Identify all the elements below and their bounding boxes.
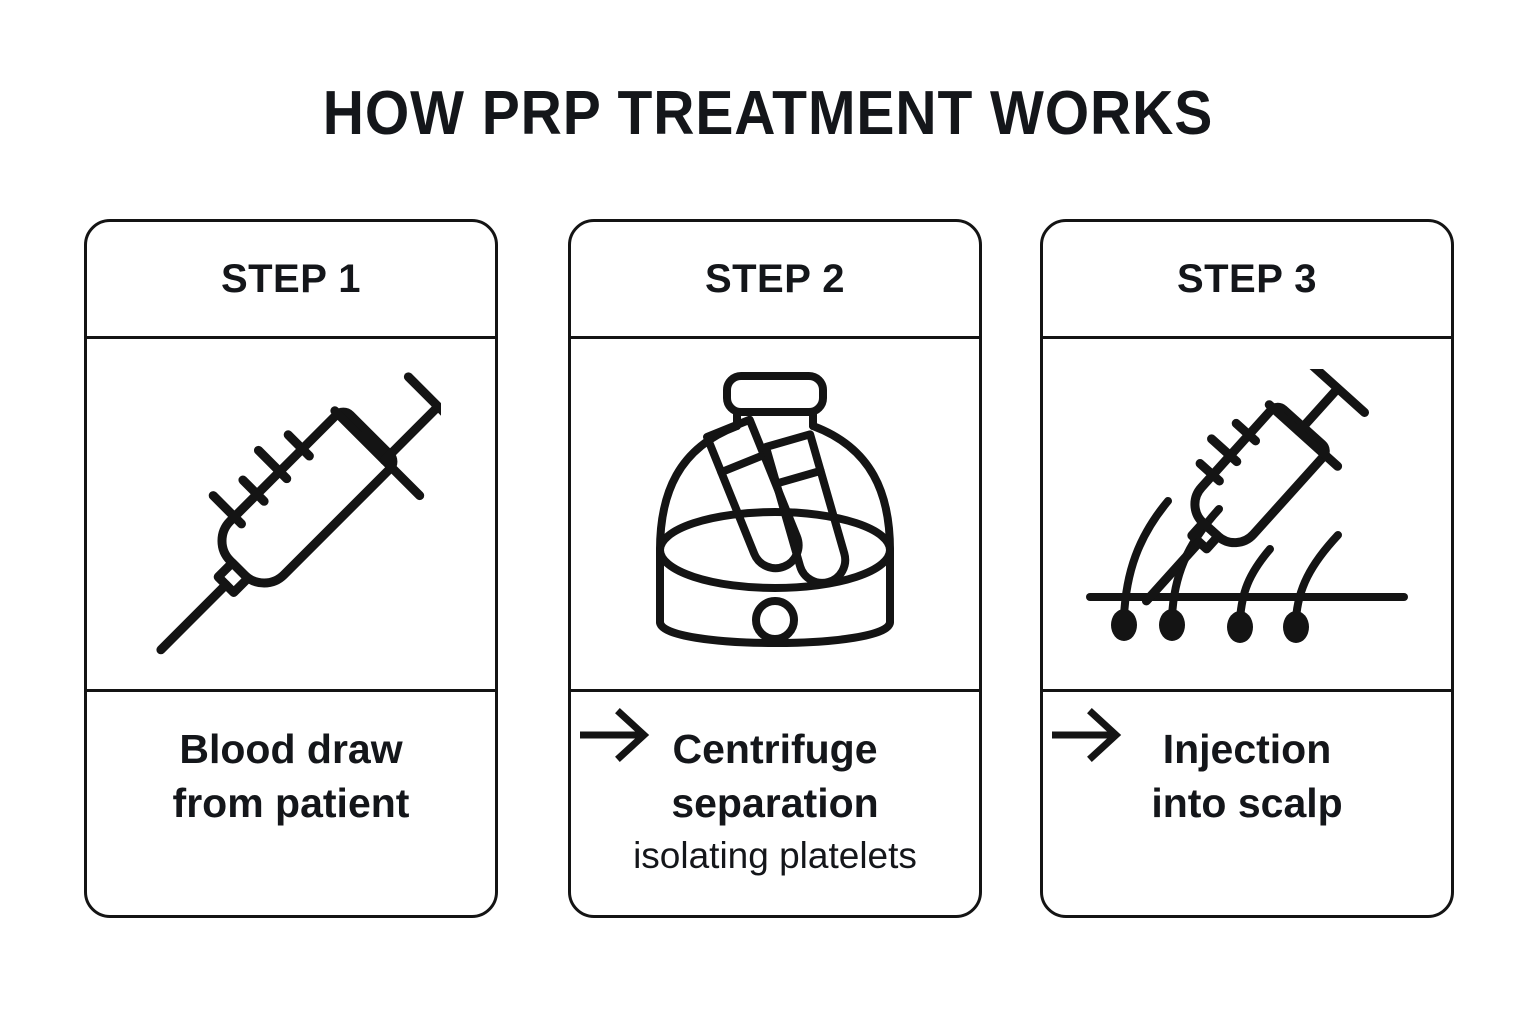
arrow-right-icon [580, 708, 650, 762]
centrifuge-icon [656, 372, 894, 647]
page-title: HOW PRP TREATMENT WORKS [322, 79, 1214, 148]
step-card-3: STEP 3 [1040, 219, 1454, 918]
step-1-caption: Blood draw from patient [87, 692, 495, 915]
step-1-illustration [87, 339, 495, 692]
step-1-header: STEP 1 [87, 222, 495, 339]
step-3-caption-main: Injection into scalp [1151, 726, 1343, 827]
step-2-header: STEP 2 [571, 222, 979, 339]
step-card-2: STEP 2 [568, 219, 982, 918]
step-3-caption: Injection into scalp [1043, 692, 1451, 915]
step-2-caption-sub: isolating platelets [633, 835, 917, 877]
arrow-step1-to-step2 [580, 707, 654, 763]
follicle-bulbs [1111, 609, 1309, 643]
step-card-1: STEP 1 [84, 219, 498, 918]
step-2-illustration [571, 339, 979, 692]
step-2-caption: Centrifuge separation isolating platelet… [571, 692, 979, 915]
step-2-label: STEP 2 [704, 256, 846, 301]
arrow-step2-to-step3 [1052, 707, 1126, 763]
step-3-illustration [1043, 339, 1451, 692]
arrow-right-icon [1052, 708, 1122, 762]
step-2-caption-main: Centrifuge separation [671, 726, 879, 827]
step-3-label: STEP 3 [1176, 256, 1318, 301]
scalp-injection-icon [1086, 369, 1408, 643]
step-3-header: STEP 3 [1043, 222, 1451, 339]
step-1-caption-main: Blood draw from patient [172, 726, 410, 827]
steps-row: STEP 1 [84, 219, 1454, 918]
step-1-label: STEP 1 [220, 256, 362, 301]
syringe-icon [156, 372, 441, 655]
